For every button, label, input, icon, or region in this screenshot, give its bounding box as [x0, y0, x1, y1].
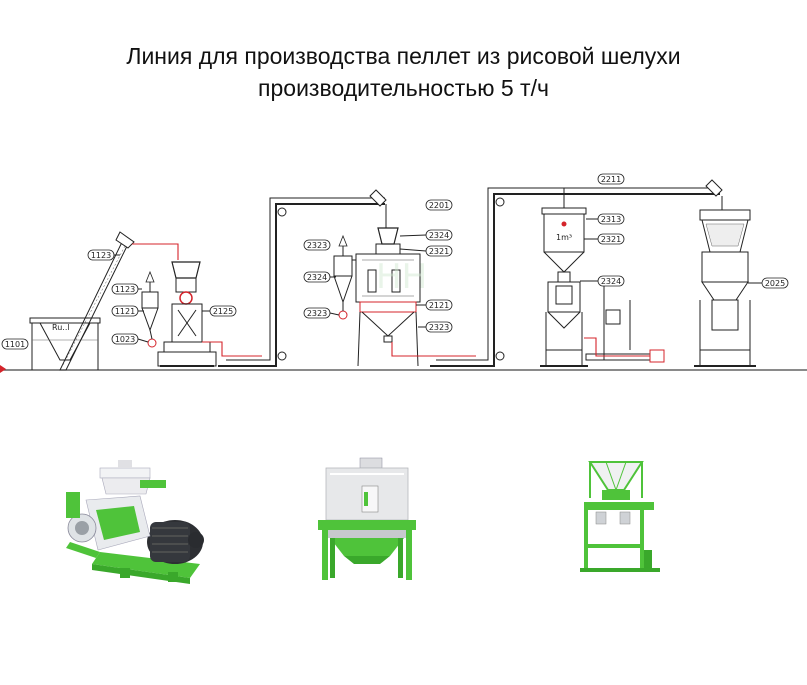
callout-2324-top: 2324 — [399, 229, 453, 241]
inclined-conveyor — [59, 231, 135, 371]
callout-2321-right: 2321 — [584, 233, 625, 245]
red-pipe-4 — [584, 337, 650, 357]
cooler-scheme — [355, 227, 421, 367]
callout-2025: 2025 — [748, 277, 789, 289]
cyclone-small — [141, 270, 159, 348]
cyclone-cooler — [333, 234, 356, 320]
red-pipe-2 — [202, 341, 262, 357]
equipment-photos — [66, 457, 660, 584]
callout-2324-left: 2324 — [303, 271, 336, 283]
svg-text:1121: 1121 — [115, 307, 135, 316]
callout-2321-top: 2321 — [399, 245, 453, 257]
svg-text:2321: 2321 — [601, 235, 621, 244]
raw-material-hopper: Ru..l — [29, 317, 101, 370]
counterflow-cooler-photo — [318, 457, 416, 580]
red-pipe-3 — [391, 342, 476, 357]
svg-text:2201: 2201 — [429, 201, 449, 210]
page-title: Линия для производства пеллет из рисовой… — [0, 40, 807, 104]
final-bin-scheme — [694, 209, 756, 367]
callout-1121: 1121 — [111, 305, 144, 317]
feed-arrow-icon — [0, 365, 6, 373]
pellet-mill-photo — [66, 460, 204, 584]
svg-text:2324: 2324 — [307, 273, 327, 282]
callout-2323-left: 2323 — [303, 307, 340, 319]
title-line-1: Линия для производства пеллет из рисовой… — [126, 43, 681, 69]
callout-2323-top: 2323 — [303, 239, 331, 251]
process-scheme: Ru..l — [0, 173, 807, 373]
svg-text:2321: 2321 — [429, 247, 449, 256]
watermark: HH — [376, 257, 427, 297]
callout-2313: 2313 — [586, 213, 625, 225]
red-pipe-1 — [132, 243, 179, 260]
svg-text:2121: 2121 — [429, 301, 449, 310]
svg-text:2324: 2324 — [601, 277, 621, 286]
bucket-conveyor-1 — [218, 189, 387, 367]
svg-text:2211: 2211 — [601, 175, 621, 184]
svg-text:2323: 2323 — [307, 309, 327, 318]
svg-text:2313: 2313 — [601, 215, 621, 224]
svg-text:2323: 2323 — [307, 241, 327, 250]
svg-text:1123: 1123 — [91, 251, 111, 260]
svg-text:1023: 1023 — [115, 335, 135, 344]
svg-text:2323: 2323 — [429, 323, 449, 332]
callout-2323-right: 2323 — [418, 321, 453, 333]
callout-2121: 2121 — [416, 299, 453, 311]
callout-2201: 2201 — [425, 199, 453, 211]
packing-bin-scheme: 1m³ — [540, 207, 588, 367]
svg-text:1101: 1101 — [5, 340, 25, 349]
bag-sewing-conveyor — [585, 283, 665, 363]
svg-text:1m³: 1m³ — [556, 233, 572, 242]
callout-2211: 2211 — [597, 173, 625, 185]
callout-1123-left: 1123 — [111, 283, 142, 295]
callout-1101: 1101 — [1, 338, 29, 350]
svg-text:1123: 1123 — [115, 285, 135, 294]
pellet-mill-scheme — [157, 261, 217, 367]
svg-text:2125: 2125 — [213, 307, 233, 316]
packing-scale-photo — [580, 461, 660, 572]
bucket-conveyor-2 — [430, 179, 723, 367]
callout-1123-top: 1123 — [87, 249, 120, 261]
svg-text:2025: 2025 — [765, 279, 785, 288]
callout-2125: 2125 — [202, 305, 237, 317]
callout-1023: 1023 — [111, 333, 149, 345]
callout-2324-right: 2324 — [580, 275, 625, 287]
title-line-2: производительностью 5 т/ч — [258, 75, 549, 101]
svg-text:Ru..l: Ru..l — [52, 323, 70, 332]
svg-text:2324: 2324 — [429, 231, 449, 240]
